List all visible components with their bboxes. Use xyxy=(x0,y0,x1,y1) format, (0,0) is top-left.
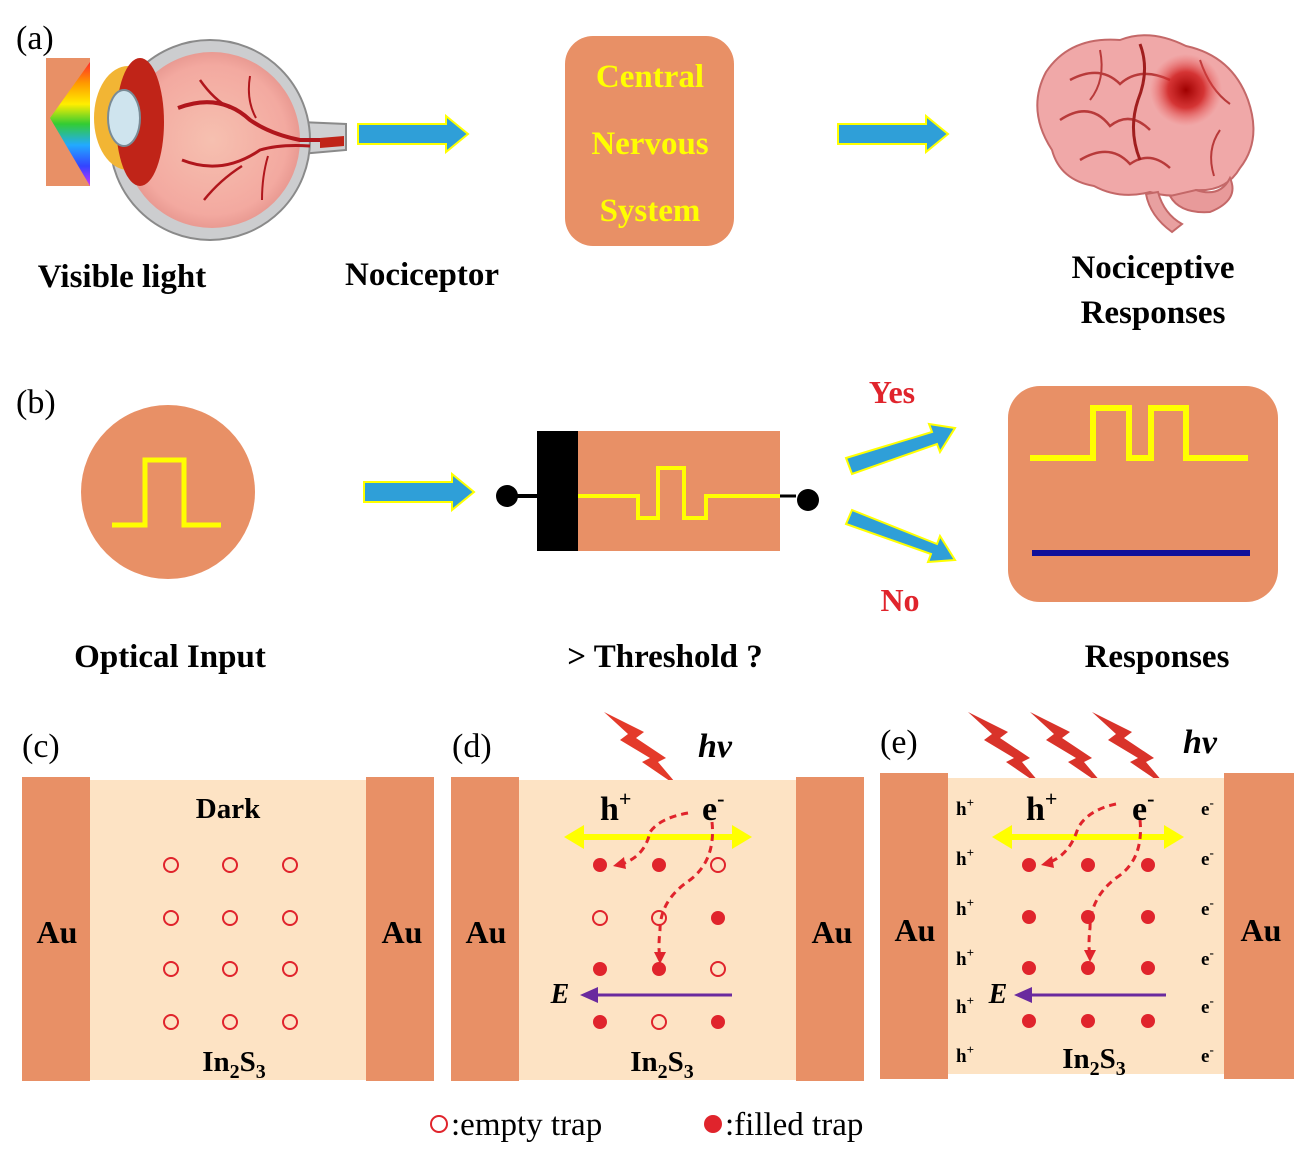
side-holes: h+ h+ h+ h+ h+ h+ xyxy=(956,795,974,1067)
traps-e xyxy=(1022,858,1155,1028)
field-label-e: E xyxy=(988,979,1008,1010)
panel-d-label: (d) xyxy=(452,728,492,765)
empty-trap-icon xyxy=(430,1115,448,1133)
panel-e-label: (e) xyxy=(880,724,918,761)
field-label-d: E xyxy=(550,979,570,1010)
legend-empty-trap: :empty trap xyxy=(451,1107,602,1143)
yes-label: Yes xyxy=(869,374,915,410)
lightning-icon xyxy=(968,712,1044,788)
legend-filled-trap: :filled trap xyxy=(725,1107,863,1143)
cns-box: Central Nervous System xyxy=(565,36,734,246)
electrode-left-d: Au xyxy=(466,914,507,950)
lightning-icon xyxy=(604,712,680,788)
panel-b-label: (b) xyxy=(16,384,56,421)
responses-line-1: Nociceptive xyxy=(1071,250,1234,286)
traps-d xyxy=(592,857,726,1030)
arrow-right-icon xyxy=(837,113,950,155)
side-hole-4: h+ xyxy=(956,945,974,970)
side-electron-4: e- xyxy=(1201,945,1214,970)
optical-input-label: Optical Input xyxy=(74,639,266,675)
cns-line-1: Central xyxy=(596,59,704,95)
responses-label: Responses xyxy=(1085,639,1230,675)
carrier-paths-e xyxy=(1049,802,1142,957)
panel-a-label: (a) xyxy=(16,20,54,57)
filled-trap-icon xyxy=(704,1115,722,1133)
visible-light-label: Visible light xyxy=(38,259,206,295)
nociceptor-label: Nociceptor xyxy=(345,257,499,293)
electrode-left-e: Au xyxy=(895,912,936,948)
double-arrow-icon xyxy=(564,825,752,849)
no-arrow-icon xyxy=(844,508,957,564)
device-c: Au Au Dark In2S3 xyxy=(22,777,434,1083)
hole-label-d: h+ xyxy=(600,786,631,828)
device-d: Au Au h+ e- E xyxy=(451,777,864,1083)
side-electron-5: e- xyxy=(1201,993,1214,1018)
material-label-c: In2S3 xyxy=(202,1046,266,1083)
responses-box xyxy=(1008,386,1278,602)
cns-line-3: System xyxy=(600,193,701,229)
side-hole-5: h+ xyxy=(956,993,974,1018)
electrode-right-e: Au xyxy=(1241,912,1282,948)
legend: :empty trap :filled trap xyxy=(430,1107,863,1143)
arrow-right-icon xyxy=(363,471,476,513)
responses-line-2: Responses xyxy=(1081,295,1226,331)
carrier-paths-d xyxy=(621,811,715,959)
dark-label: Dark xyxy=(196,793,261,825)
panel-c-label: (c) xyxy=(22,728,60,765)
light-source-icon xyxy=(46,58,90,186)
lightning-icon xyxy=(1030,712,1106,788)
field-arrow-icon xyxy=(1014,987,1166,1003)
arrow-right-icon xyxy=(357,113,470,155)
side-electron-6: e- xyxy=(1201,1042,1214,1067)
traps-c xyxy=(163,857,298,1030)
side-electron-3: e- xyxy=(1201,895,1214,920)
electrode-right-d: Au xyxy=(812,914,853,950)
device-e: Au Au h+ e- E In2S3 h+ h xyxy=(880,773,1294,1080)
hole-label-e: h+ xyxy=(1026,786,1057,828)
material-label-e: In2S3 xyxy=(1062,1043,1126,1080)
lightning-icon xyxy=(1092,712,1168,788)
side-electrons: e- e- e- e- e- e- xyxy=(1201,795,1214,1067)
side-hole-3: h+ xyxy=(956,895,974,920)
material-label-d: In2S3 xyxy=(630,1046,694,1083)
side-hole-2: h+ xyxy=(956,845,974,870)
electrode-left-c: Au xyxy=(37,914,78,950)
yes-arrow-icon xyxy=(844,422,957,476)
electrode-right-c: Au xyxy=(382,914,423,950)
field-arrow-icon xyxy=(580,987,732,1003)
side-hole-1: h+ xyxy=(956,795,974,820)
threshold-label: > Threshold ? xyxy=(567,639,763,675)
hv-label-d: hv xyxy=(698,728,733,765)
electron-label-d: e- xyxy=(702,786,724,828)
side-hole-6: h+ xyxy=(956,1042,974,1067)
side-electron-1: e- xyxy=(1201,795,1214,820)
optical-input-circle xyxy=(81,405,255,579)
cns-line-2: Nervous xyxy=(591,126,708,162)
hv-label-e: hv xyxy=(1183,724,1218,761)
electron-label-e: e- xyxy=(1132,786,1154,828)
brain-icon xyxy=(1036,34,1255,234)
eye-icon xyxy=(94,39,347,241)
threshold-device xyxy=(496,431,819,551)
side-electron-2: e- xyxy=(1201,845,1214,870)
no-label: No xyxy=(880,582,919,618)
